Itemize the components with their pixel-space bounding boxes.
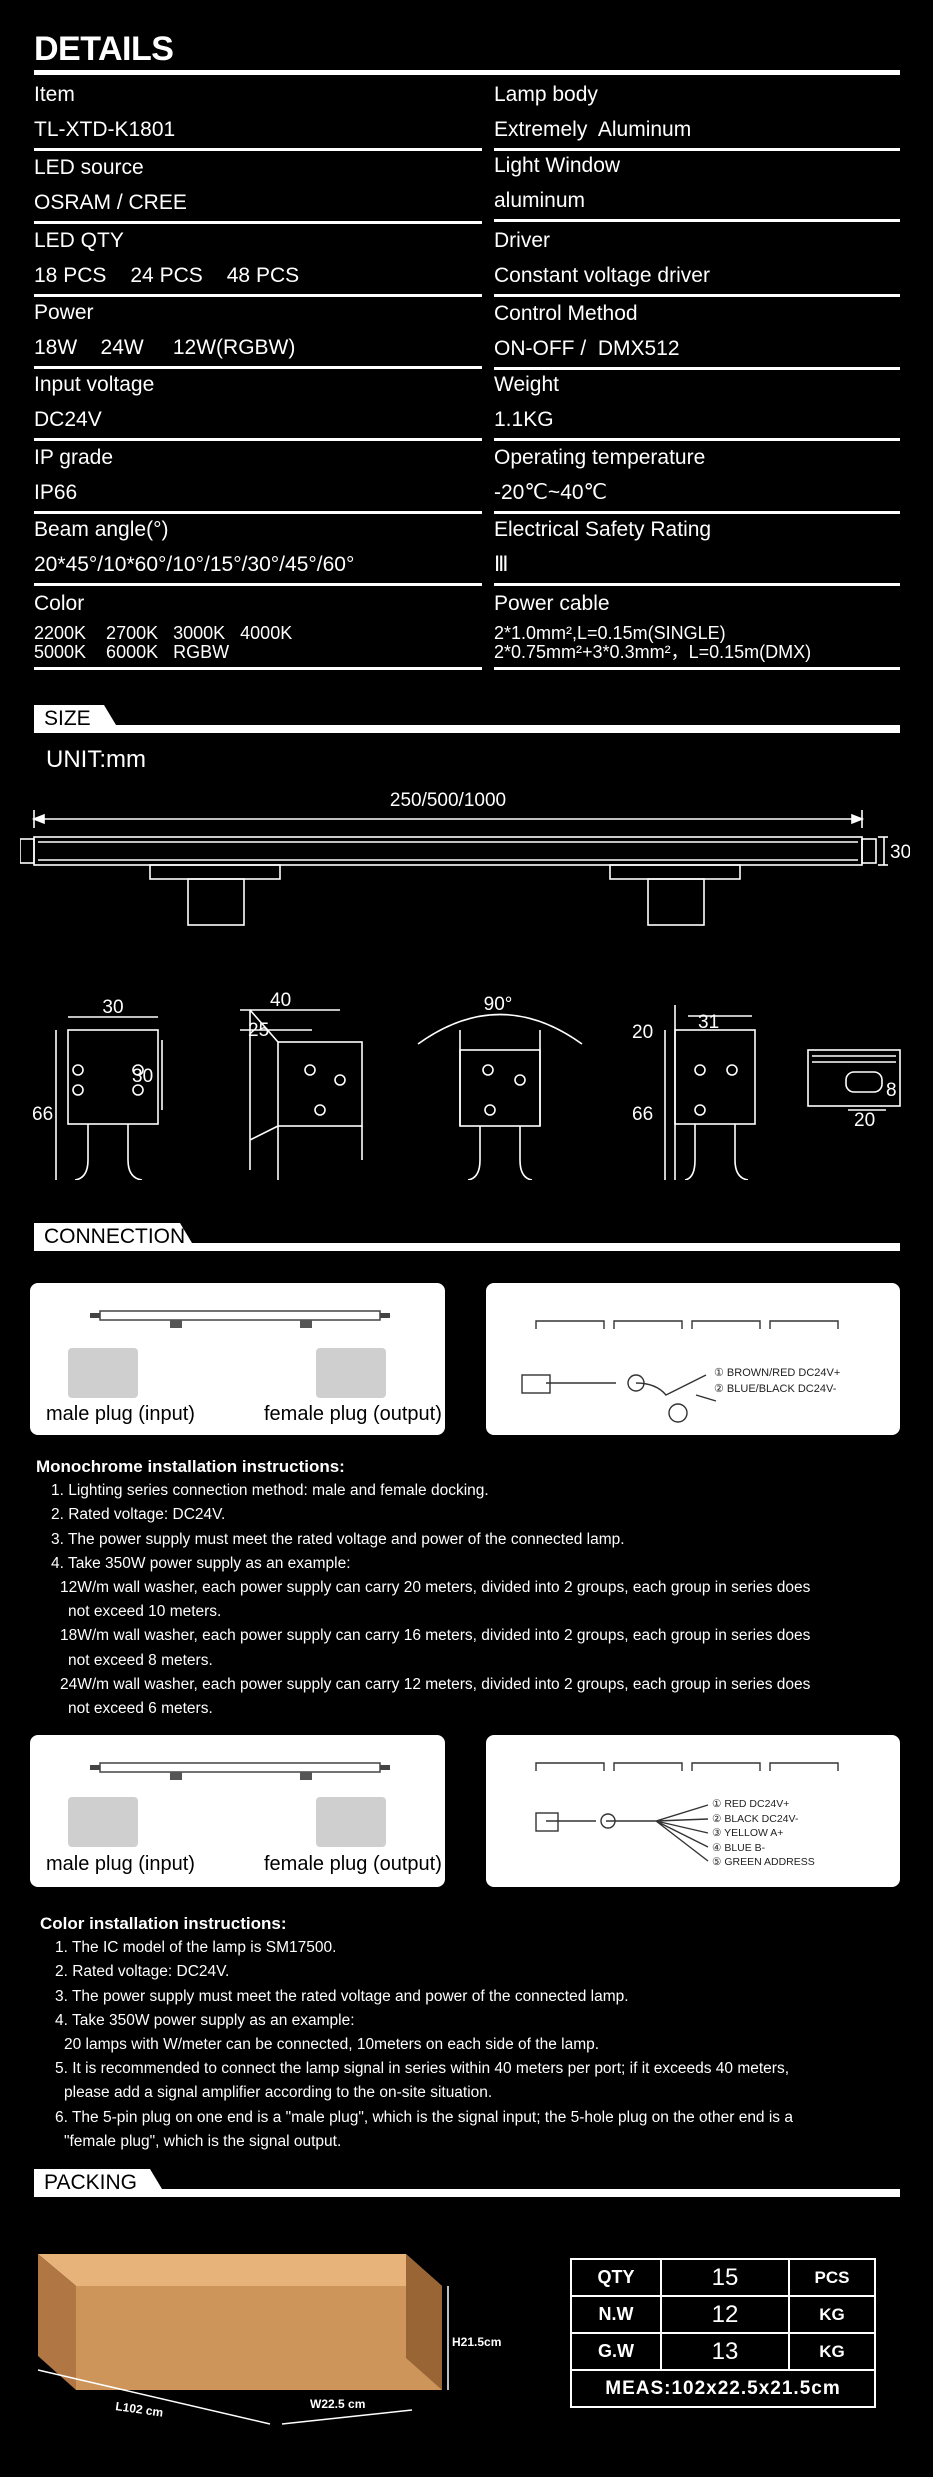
instruction-line: 2. Rated voltage: DC24V.	[51, 1506, 226, 1524]
color-wire-3: ③ YELLOW A+	[712, 1827, 784, 1839]
female-plug-label: female plug (output)	[264, 1853, 442, 1875]
color-wire-2: ② BLACK DC24V-	[712, 1812, 799, 1825]
male-plug-label: male plug (input)	[46, 1403, 195, 1425]
instruction-line: "female plug", which is the signal outpu…	[64, 2132, 342, 2150]
spec-weight: Weight 1.1KG	[494, 372, 900, 441]
spec-led-source: LED source OSRAM / CREE	[34, 155, 482, 224]
instruction-line: please add a signal amplifier according …	[64, 2084, 493, 2102]
instruction-line: 1. Lighting series connection method: ma…	[51, 1482, 489, 1500]
color-wire-4: ④ BLUE B-	[712, 1841, 766, 1854]
size-length-label: 250/500/1000	[390, 790, 506, 811]
instruction-line: not exceed 6 meters.	[68, 1700, 213, 1718]
mono-instructions: Monochrome installation instructions: 1.…	[36, 1455, 896, 1721]
table-row: MEAS:102x22.5x21.5cm	[570, 2369, 876, 2408]
box-height-label: H21.5cm	[452, 2335, 501, 2349]
instruction-line: not exceed 8 meters.	[68, 1651, 213, 1669]
instruction-line: 18W/m wall washer, each power supply can…	[60, 1627, 811, 1645]
view4-left-label: 20	[632, 1022, 653, 1043]
spec-light-window: Light Window aluminum	[494, 153, 900, 222]
female-plug-icon	[316, 1797, 386, 1847]
size-drawing: 250/500/1000 30 30 30 66 40 25 90° 20 31…	[20, 790, 910, 1180]
instruction-line: not exceed 10 meters.	[68, 1603, 222, 1621]
instruction-line: 12W/m wall washer, each power supply can…	[60, 1579, 811, 1597]
spec-ip-grade: IP grade IP66	[34, 445, 482, 514]
spec-control-method: Control Method ON-OFF / DMX512	[494, 301, 900, 370]
view4-height-label: 66	[632, 1104, 653, 1125]
instruction-line: 20 lamps with W/meter can be connected, …	[64, 2036, 600, 2054]
spec-driver: Driver Constant voltage driver	[494, 228, 900, 297]
mono-wire-1: ① BROWN/RED DC24V+	[714, 1367, 841, 1379]
spec-power: Power 18W 24W 12W(RGBW)	[34, 300, 482, 369]
color-wire-5: ⑤ GREEN ADDRESS	[712, 1856, 815, 1868]
details-title: DETAILS	[34, 30, 174, 68]
connection-section-header: CONNECTION	[34, 1221, 900, 1251]
instruction-line: 3. The power supply must meet the rated …	[55, 1987, 629, 2005]
view5-width-label: 20	[854, 1110, 875, 1131]
packing-table: QTY 15 PCS N.W 12 KG G.W 13 KG MEAS:102x…	[570, 2258, 876, 2408]
instruction-line: 6. The 5-pin plug on one end is a "male …	[55, 2108, 793, 2126]
view2-top-label: 40	[270, 990, 291, 1011]
box-width-label: W22.5 cm	[310, 2397, 365, 2411]
spec-electrical-safety: Electrical Safety Rating Ⅲ	[494, 517, 900, 586]
packing-section-header: PACKING	[34, 2167, 900, 2197]
female-plug-icon	[316, 1348, 386, 1398]
mono-plug-panel: male plug (input) female plug (output)	[30, 1283, 445, 1435]
instruction-line: 2. Rated voltage: DC24V.	[55, 1963, 230, 1981]
mono-wiring-panel: ① BROWN/RED DC24V+ ② BLUE/BLACK DC24V-	[486, 1283, 900, 1435]
mono-instructions-title: Monochrome installation instructions:	[36, 1457, 345, 1476]
male-plug-icon	[68, 1797, 138, 1847]
instruction-line: 4. Take 350W power supply as an example:	[51, 1554, 351, 1572]
mono-wire-2: ② BLUE/BLACK DC24V-	[714, 1383, 837, 1395]
size-section-header: SIZE	[34, 703, 900, 733]
color-wire-1: ① RED DC24V+	[712, 1798, 790, 1810]
view1-height-label: 66	[32, 1104, 53, 1125]
spec-beam-angle: Beam angle(°) 20*45°/10*60°/10°/15°/30°/…	[34, 517, 482, 586]
spec-lamp-body: Lamp body Extremely Aluminum	[494, 82, 900, 151]
size-unit: UNIT:mm	[46, 746, 146, 773]
view1-width-label: 30	[102, 997, 123, 1018]
packing-measurement: MEAS:102x22.5x21.5cm	[570, 2369, 876, 2408]
table-row: QTY 15 PCS	[570, 2258, 876, 2297]
spec-operating-temperature: Operating temperature -20℃~40℃	[494, 445, 900, 514]
female-plug-label: female plug (output)	[264, 1403, 442, 1425]
spec-input-voltage: Input voltage DC24V	[34, 372, 482, 441]
color-wiring-panel: ① RED DC24V+ ② BLACK DC24V- ③ YELLOW A+ …	[486, 1735, 900, 1887]
view2-sub-label: 25	[248, 1020, 269, 1041]
instruction-line: 3. The power supply must meet the rated …	[51, 1530, 625, 1548]
male-plug-icon	[68, 1348, 138, 1398]
box-length-label: L102 cm	[115, 2399, 165, 2420]
instruction-line: 24W/m wall washer, each power supply can…	[60, 1675, 811, 1693]
view3-angle-label: 90°	[484, 994, 513, 1015]
table-row: N.W 12 KG	[570, 2295, 876, 2334]
instruction-line: 1. The IC model of the lamp is SM17500.	[55, 1939, 337, 1957]
color-plug-panel: male plug (input) female plug (output)	[30, 1735, 445, 1887]
title-divider	[34, 70, 900, 75]
instruction-line: 5. It is recommended to connect the lamp…	[55, 2060, 790, 2078]
view1-side-label: 30	[132, 1066, 153, 1087]
spec-item: Item TL-XTD-K1801	[34, 82, 482, 151]
packing-box-drawing: L102 cm W22.5 cm H21.5cm	[37, 2254, 501, 2425]
color-instructions: Color installation instructions: 1. The …	[40, 1912, 896, 2154]
spec-power-cable: Power cable 2*1.0mm²,L=0.15m(SINGLE)2*0.…	[494, 591, 900, 670]
instruction-line: 4. Take 350W power supply as an example:	[55, 2011, 355, 2029]
table-row: G.W 13 KG	[570, 2332, 876, 2371]
view4-top-label: 31	[698, 1012, 719, 1033]
color-instructions-title: Color installation instructions:	[40, 1914, 287, 1933]
size-height-label: 30	[890, 842, 910, 863]
view5-height-label: 8	[886, 1080, 897, 1101]
male-plug-label: male plug (input)	[46, 1853, 195, 1875]
